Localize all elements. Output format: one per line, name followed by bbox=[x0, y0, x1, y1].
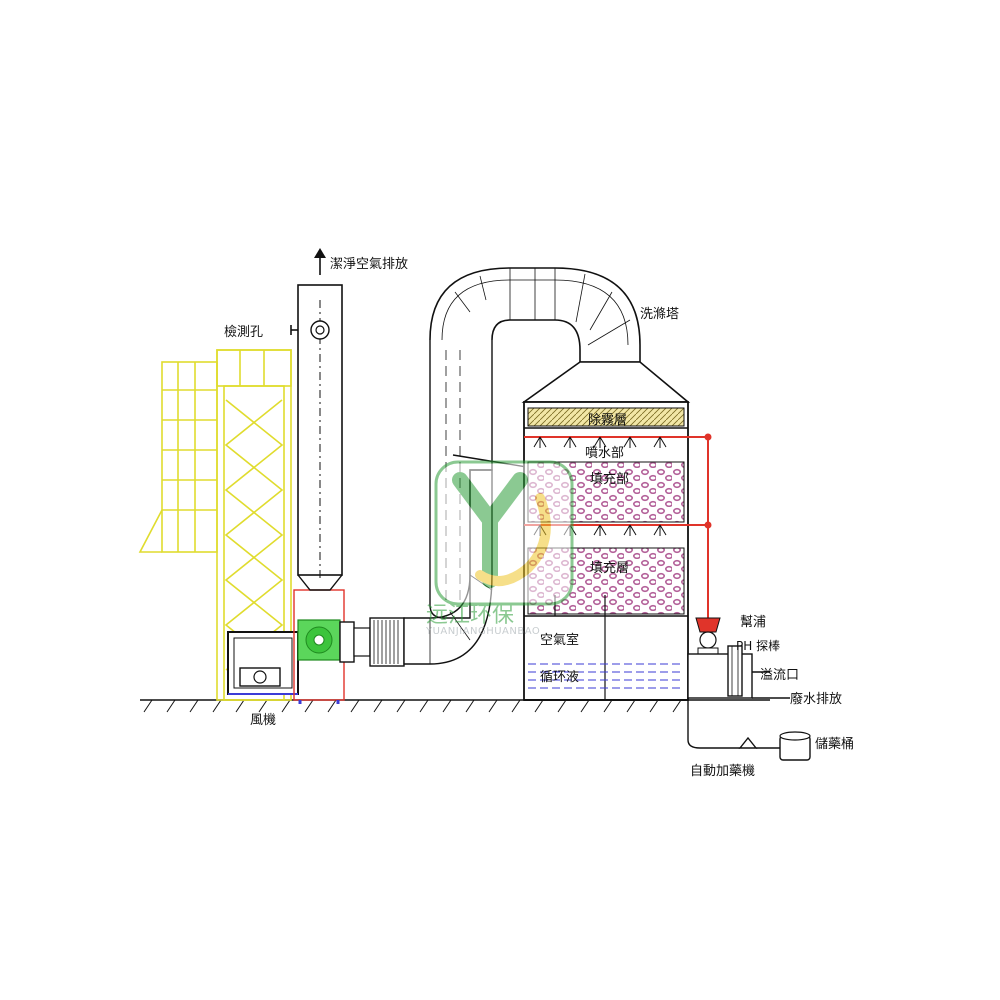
label-clean-air-exhaust: 潔淨空氣排放 bbox=[330, 257, 408, 272]
outlet-duct bbox=[429, 267, 641, 619]
label-packing-layer: 填充層 bbox=[590, 560, 629, 576]
label-air-chamber: 空氣室 bbox=[540, 632, 579, 648]
label-overflow-port: 溢流口 bbox=[760, 668, 799, 683]
sampling-port-icon bbox=[290, 320, 330, 340]
label-ph-probe: PH 探棒 bbox=[736, 639, 780, 653]
label-packing-section: 填充部 bbox=[590, 471, 629, 487]
label-pump: 幫浦 bbox=[740, 614, 766, 630]
exhaust-stack bbox=[290, 248, 343, 591]
watermark-pinyin: YUANJIANGHUANBAO bbox=[425, 626, 540, 637]
collection-hood bbox=[138, 349, 292, 701]
label-circulating-liquid: 循环液 bbox=[540, 670, 579, 685]
watermark-chinese: 远江环保 bbox=[426, 603, 514, 628]
spray-nozzles-upper bbox=[533, 436, 667, 448]
label-demister: 除霧層 bbox=[588, 413, 627, 428]
label-wastewater-discharge: 廢水排放 bbox=[790, 692, 842, 707]
ph-overflow-box bbox=[687, 645, 790, 749]
label-fan: 風機 bbox=[250, 713, 276, 728]
label-spray-section: 噴水部 bbox=[585, 446, 624, 461]
label-scrubber-tower: 洗滌塔 bbox=[640, 306, 679, 322]
pump-icon bbox=[695, 617, 721, 655]
ground-line bbox=[140, 699, 770, 713]
label-sampling-port: 檢測孔 bbox=[224, 324, 263, 340]
storage-tank bbox=[779, 731, 811, 761]
fan-unit bbox=[227, 589, 345, 704]
exhaust-up-arrow-icon bbox=[314, 248, 326, 275]
watermark-logo: 远江环保 YUANJIANGHUANBAO bbox=[425, 460, 574, 637]
recirculation-piping bbox=[700, 433, 712, 620]
label-storage-tank: 儲藥桶 bbox=[815, 737, 854, 752]
label-auto-dosing: 自動加藥機 bbox=[690, 764, 755, 779]
liquid-sump bbox=[528, 663, 684, 689]
